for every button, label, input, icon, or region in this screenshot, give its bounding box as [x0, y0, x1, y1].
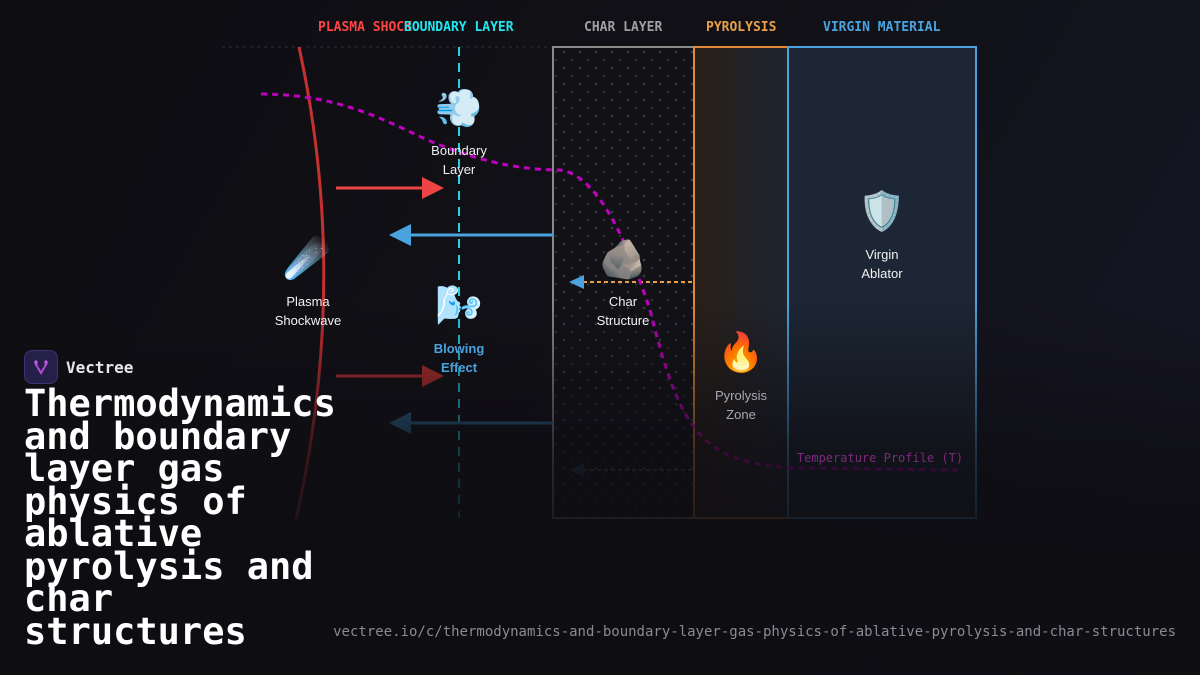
vectree-logo-icon	[24, 350, 58, 384]
bottom-fade-overlay	[0, 300, 1200, 675]
comet-icon: ☄️	[283, 236, 331, 280]
node-label: Layer	[442, 162, 476, 177]
node-label: Zone	[726, 407, 756, 422]
brand-name: Vectree	[66, 357, 134, 377]
temperature-profile-curve	[260, 92, 959, 472]
blowing-arrow	[389, 224, 553, 246]
brand: Vectree	[24, 350, 133, 384]
node-label: Boundary	[431, 143, 487, 158]
page-title: Thermodynamics and boundary layer gas ph…	[24, 382, 336, 653]
page-url: vectree.io/c/thermodynamics-and-boundary…	[333, 624, 1176, 640]
gas-flow-arrow	[569, 275, 694, 289]
node-label: Shockwave	[274, 313, 342, 328]
heat-flux-arrow	[336, 177, 444, 199]
wind-face-icon: 🌬️	[435, 283, 483, 327]
node-label: Char	[608, 294, 638, 309]
node-label: Structure	[596, 313, 650, 328]
zone-label-virgin-material: VIRGIN MATERIAL	[823, 20, 941, 35]
node-label: Plasma	[286, 294, 330, 309]
zone-label-char-layer: CHAR LAYER	[584, 20, 663, 35]
node-label: Pyrolysis	[714, 388, 767, 403]
zone-label-plasma-shock: PLASMA SHOCK	[318, 20, 412, 35]
rock-icon: 🪨	[599, 237, 647, 281]
zone-label-boundary-layer: BOUNDARY LAYER	[404, 20, 514, 35]
node-label: Virgin	[865, 247, 899, 262]
node-label: Effect	[440, 360, 478, 375]
node-label: Ablator	[861, 266, 903, 281]
node-label: Blowing	[433, 341, 485, 356]
temperature-profile-label: Temperature Profile (T)	[796, 451, 964, 465]
shield-icon: 🛡️	[858, 189, 906, 233]
fire-icon: 🔥	[717, 330, 765, 374]
zone-label-pyrolysis: PYROLYSIS	[706, 20, 777, 35]
dash-wind-icon: 💨	[435, 86, 483, 130]
